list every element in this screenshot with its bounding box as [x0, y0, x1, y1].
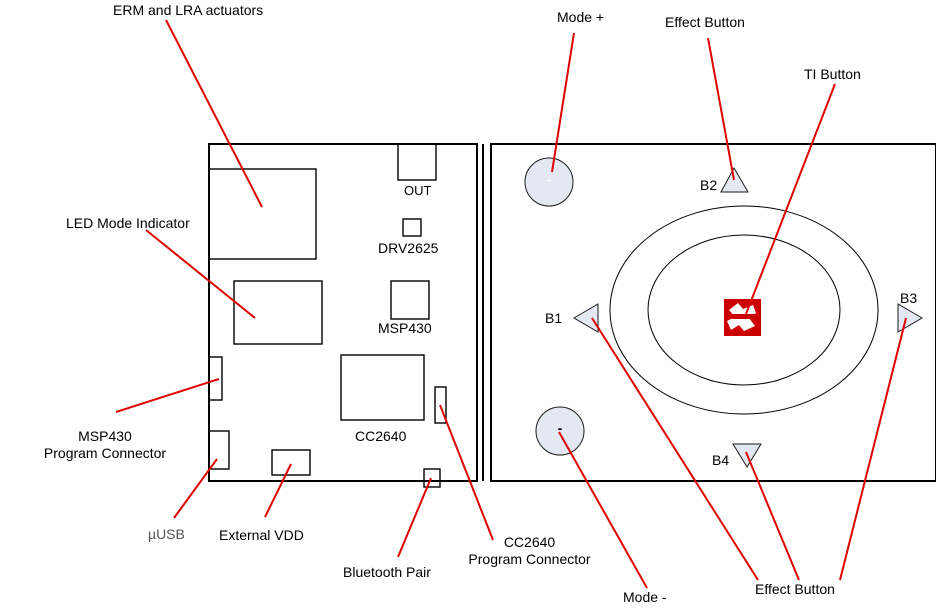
- left-board-outline: [208, 143, 478, 482]
- leader-effect-b2: [707, 37, 735, 181]
- button-label-b4: B4: [712, 452, 730, 468]
- left-components: [208, 143, 447, 488]
- label-bluetooth-pair: Bluetooth Pair: [343, 564, 431, 580]
- erm-lra-actuator-box: [208, 168, 317, 260]
- b1-triangle-button[interactable]: [573, 303, 599, 333]
- board-label-cc2640: CC2640: [355, 428, 407, 444]
- outer-ring: [609, 205, 879, 415]
- label-msp430-program-connector: MSP430 Program Connector: [43, 428, 167, 461]
- cc2640-program-connector-box: [434, 386, 447, 424]
- led-mode-indicator-box: [233, 280, 323, 345]
- b3-triangle-button[interactable]: [897, 303, 923, 333]
- leader-mode-minus: [558, 431, 648, 589]
- right-board: [490, 143, 936, 482]
- leader-led-mode: [145, 229, 256, 319]
- mode-plus-glyph: +: [545, 175, 553, 187]
- leader-msp430-prog: [115, 378, 220, 413]
- label-effect-button-bottom: Effect Button: [755, 581, 835, 597]
- button-label-b1: B1: [545, 310, 563, 326]
- ti-button[interactable]: [724, 299, 761, 336]
- label-external-vdd: External VDD: [219, 527, 304, 543]
- touch-rings: [609, 205, 879, 415]
- leader-usb: [173, 458, 218, 519]
- label-mode-plus: Mode +: [557, 9, 605, 25]
- label-mode-minus: Mode -: [623, 589, 667, 605]
- label-ti-button: TI Button: [804, 66, 861, 82]
- board-label-msp430: MSP430: [378, 320, 432, 336]
- right-board-outline: [490, 143, 936, 482]
- out-connector-box: [397, 143, 437, 181]
- leader-effect-b4: [745, 451, 800, 581]
- leader-cc2640-prog: [439, 404, 494, 541]
- leader-bluetooth-pair: [397, 477, 432, 558]
- cc2640-chip-box: [340, 354, 425, 421]
- label-erm-lra-actuators: ERM and LRA actuators: [113, 2, 264, 18]
- usb-connector-box: [208, 430, 230, 470]
- label-cc2640-program-connector: CC2640 Program Connector: [468, 534, 591, 567]
- leader-mode-plus: [551, 32, 575, 173]
- board-label-out: OUT: [404, 183, 432, 198]
- msp430-program-connector-box: [208, 356, 223, 401]
- ti-logo-bar: [732, 314, 754, 319]
- left-board: [208, 143, 484, 482]
- leader-effect-b3: [839, 317, 907, 581]
- inner-ring: [647, 234, 841, 386]
- label-effect-button-top: Effect Button: [665, 14, 745, 30]
- msp430-chip-box: [390, 280, 430, 320]
- label-led-mode-indicator: LED Mode Indicator: [66, 215, 190, 231]
- button-label-b3: B3: [900, 290, 918, 306]
- mode-plus-button[interactable]: [524, 157, 574, 207]
- board-label-drv2625: DRV2625: [378, 240, 439, 256]
- mode-buttons: [524, 157, 585, 456]
- external-vdd-connector-box: [271, 449, 311, 476]
- leader-lines: [115, 19, 907, 589]
- mode-minus-glyph: -: [557, 420, 563, 436]
- label-usb: µUSB: [148, 526, 185, 542]
- b2-triangle-button[interactable]: [720, 166, 749, 193]
- leader-erm-lra: [165, 19, 263, 208]
- bluetooth-pair-button-box: [423, 468, 441, 488]
- mode-minus-button[interactable]: [535, 406, 585, 456]
- button-label-b2: B2: [700, 177, 718, 193]
- leader-effect-b1: [591, 317, 759, 581]
- leader-external-vdd: [264, 463, 292, 518]
- drv2625-chip-box: [402, 218, 422, 237]
- leader-ti-button: [745, 83, 836, 315]
